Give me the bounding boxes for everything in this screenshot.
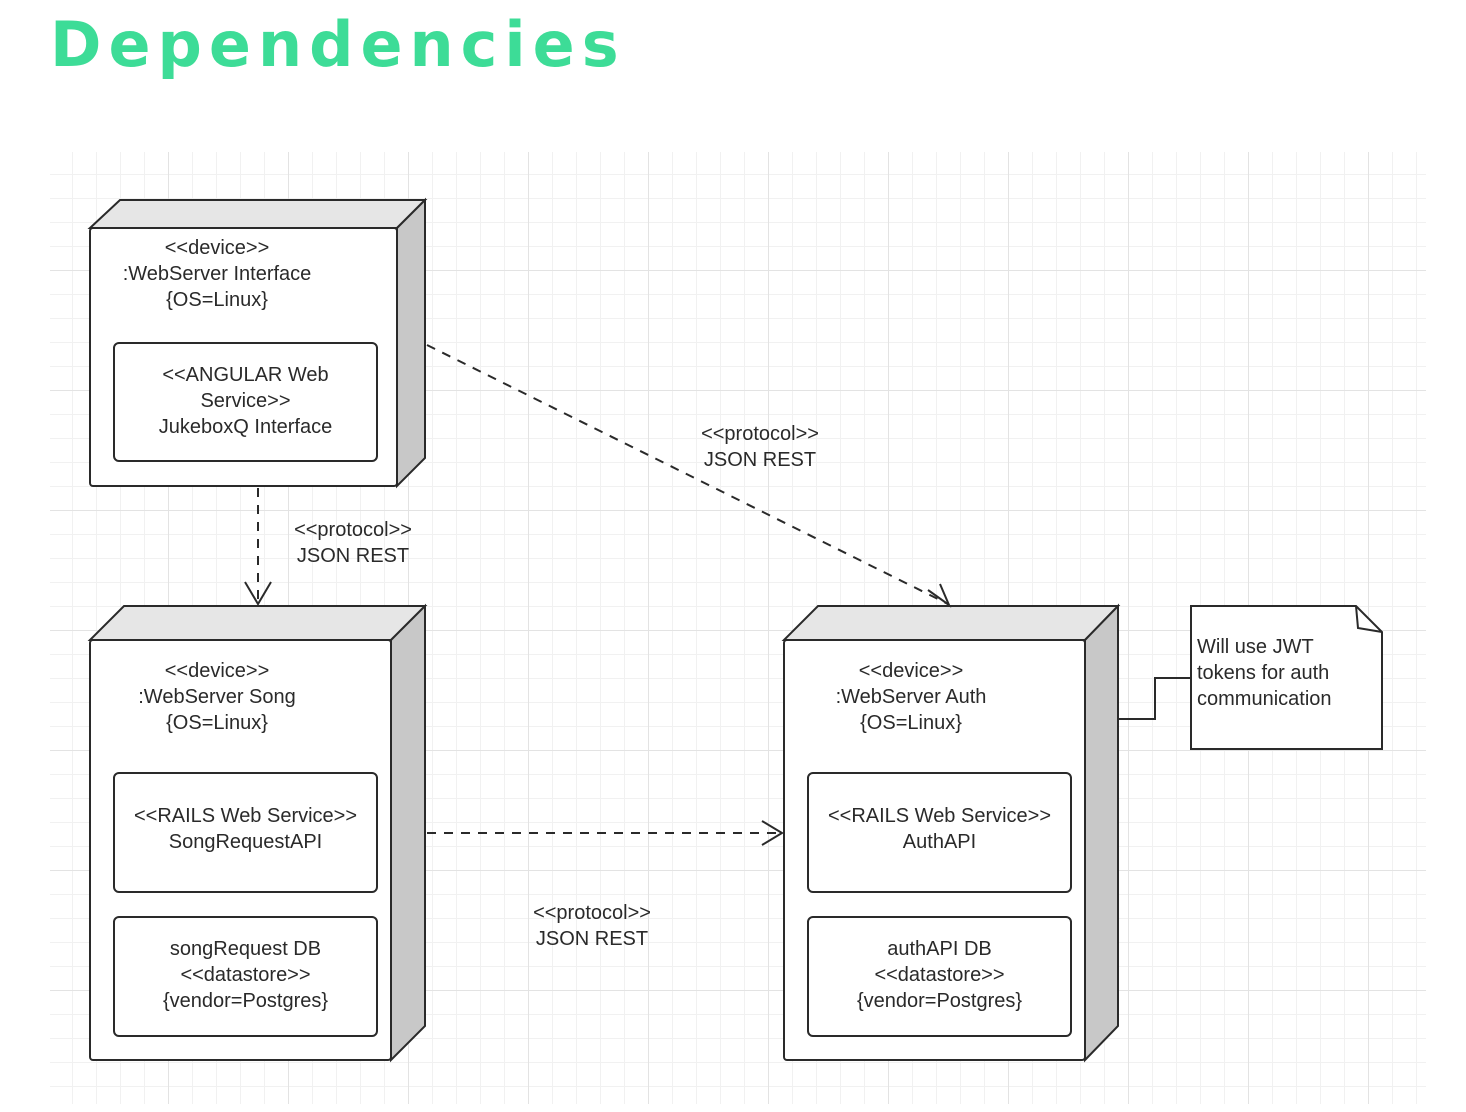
edge-song-auth-label: <<protocol>> JSON REST xyxy=(512,900,672,952)
node-webserver-interface[interactable] xyxy=(87,197,428,489)
edge-interface-auth-label: <<protocol>> JSON REST xyxy=(680,421,840,473)
edge-label: JSON REST xyxy=(703,449,817,471)
note-line: tokens for auth xyxy=(1197,662,1330,684)
node-song-header: <<device>> :WebServer Song {OS=Linux} xyxy=(106,658,328,736)
component-line: <<RAILS Web Service>> xyxy=(133,805,358,827)
dependency-interface-to-auth[interactable] xyxy=(426,344,952,608)
component-line: <<datastore>> xyxy=(874,964,1005,986)
note-line: communication xyxy=(1197,688,1332,710)
component-auth-api[interactable] xyxy=(807,772,1072,893)
node-auth-header: <<device>> :WebServer Auth {OS=Linux} xyxy=(800,658,1022,736)
component-song-db-label: songRequest DB <<datastore>> {vendor=Pos… xyxy=(114,936,377,1014)
node-song-props: {OS=Linux} xyxy=(166,712,268,734)
node-auth-props: {OS=Linux} xyxy=(860,712,962,734)
node-interface-stereotype: <<device>> xyxy=(164,237,270,259)
component-line: Service>> xyxy=(200,390,291,412)
component-auth-api-db[interactable] xyxy=(807,916,1072,1037)
note-jwt[interactable] xyxy=(1190,605,1383,750)
edge-label: JSON REST xyxy=(296,545,410,567)
component-line: {vendor=Postgres} xyxy=(162,990,329,1012)
edge-stereotype: <<protocol>> xyxy=(294,519,412,541)
node-webserver-auth[interactable] xyxy=(781,603,1121,1063)
dependency-interface-to-song[interactable] xyxy=(244,488,272,606)
edge-stereotype: <<protocol>> xyxy=(701,423,819,445)
note-connector xyxy=(1118,677,1191,720)
edge-stereotype: <<protocol>> xyxy=(533,902,651,924)
component-line: songRequest DB xyxy=(169,938,322,960)
component-line: {vendor=Postgres} xyxy=(856,990,1023,1012)
node-interface-props: {OS=Linux} xyxy=(166,289,268,311)
component-line: AuthAPI xyxy=(902,831,977,853)
edge-label: JSON REST xyxy=(535,928,649,950)
component-auth-db-label: authAPI DB <<datastore>> {vendor=Postgre… xyxy=(808,936,1071,1014)
component-line: SongRequestAPI xyxy=(168,831,323,853)
edge-interface-song-label: <<protocol>> JSON REST xyxy=(273,517,433,569)
component-line: <<RAILS Web Service>> xyxy=(827,805,1052,827)
component-song-api-label: <<RAILS Web Service>> SongRequestAPI xyxy=(114,803,377,855)
component-line: authAPI DB xyxy=(887,938,992,960)
component-line: <<datastore>> xyxy=(180,964,311,986)
note-text: Will use JWT tokens for auth communicati… xyxy=(1197,634,1332,712)
node-song-stereotype: <<device>> xyxy=(164,660,270,682)
component-angular-web-service[interactable] xyxy=(113,342,378,462)
component-auth-api-label: <<RAILS Web Service>> AuthAPI xyxy=(808,803,1071,855)
component-song-request-api[interactable] xyxy=(113,772,378,893)
node-auth-stereotype: <<device>> xyxy=(858,660,964,682)
node-auth-name: :WebServer Auth xyxy=(835,686,987,708)
component-line: JukeboxQ Interface xyxy=(158,416,333,438)
dependency-song-to-auth[interactable] xyxy=(427,820,784,846)
node-song-name: :WebServer Song xyxy=(138,686,296,708)
page-title: Dependencies xyxy=(50,8,626,81)
component-line: <<ANGULAR Web xyxy=(162,364,329,386)
node-interface-name: :WebServer Interface xyxy=(122,263,312,285)
note-line: Will use JWT xyxy=(1197,636,1314,658)
node-webserver-song[interactable] xyxy=(87,603,428,1063)
node-interface-header: <<device>> :WebServer Interface {OS=Linu… xyxy=(106,235,328,313)
component-angular-label: <<ANGULAR Web Service>> JukeboxQ Interfa… xyxy=(114,362,377,440)
component-song-request-db[interactable] xyxy=(113,916,378,1037)
